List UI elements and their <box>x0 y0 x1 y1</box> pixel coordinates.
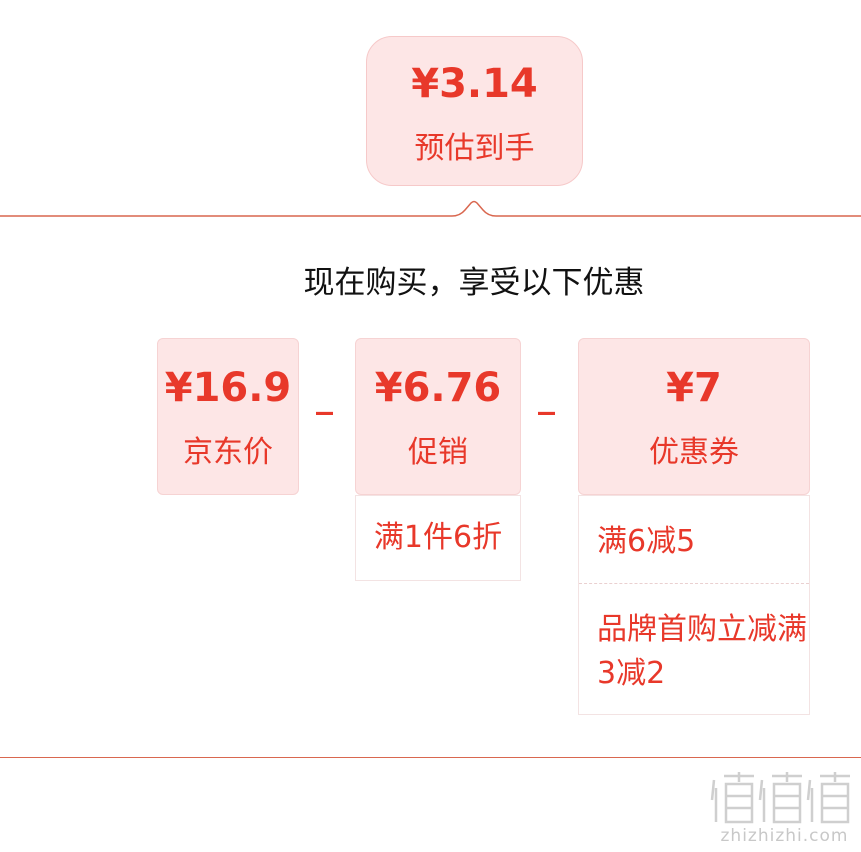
jd-price: ¥16.9 <box>164 365 292 411</box>
coupon-detail-item: 满6减5 <box>597 524 696 559</box>
discount-headline: 现在购买，享受以下优惠 <box>303 265 645 301</box>
coupon-card: ¥7 优惠券 <box>578 338 810 495</box>
minus-operator: _ <box>538 376 555 416</box>
promotion-amount: ¥6.76 <box>374 365 502 411</box>
estimated-price-label: 预估到手 <box>414 131 535 166</box>
estimated-price: ¥3.14 <box>411 61 538 107</box>
watermark-logo-icon <box>710 772 850 824</box>
jd-price-label: 京东价 <box>183 435 273 470</box>
jd-price-card: ¥16.9 京东价 <box>157 338 299 495</box>
watermark-text: zhizhizhi.com <box>720 826 849 846</box>
promotion-detail-text: 满1件6折 <box>373 520 503 555</box>
coupon-amount: ¥7 <box>666 365 722 411</box>
coupon-detail-list: 满6减5 品牌首购立减满3减2 <box>578 495 810 715</box>
promotion-detail: 满1件6折 <box>355 495 521 581</box>
estimated-price-box: ¥3.14 预估到手 <box>366 36 583 186</box>
dashed-separator <box>579 583 809 584</box>
coupon-label: 优惠券 <box>649 435 739 470</box>
promotion-label: 促销 <box>408 435 468 470</box>
notched-divider <box>0 200 861 217</box>
minus-operator: _ <box>316 376 333 416</box>
coupon-detail-item: 品牌首购立减满3减2 <box>597 612 807 691</box>
promotion-card: ¥6.76 促销 <box>355 338 521 495</box>
bottom-divider <box>0 757 861 758</box>
